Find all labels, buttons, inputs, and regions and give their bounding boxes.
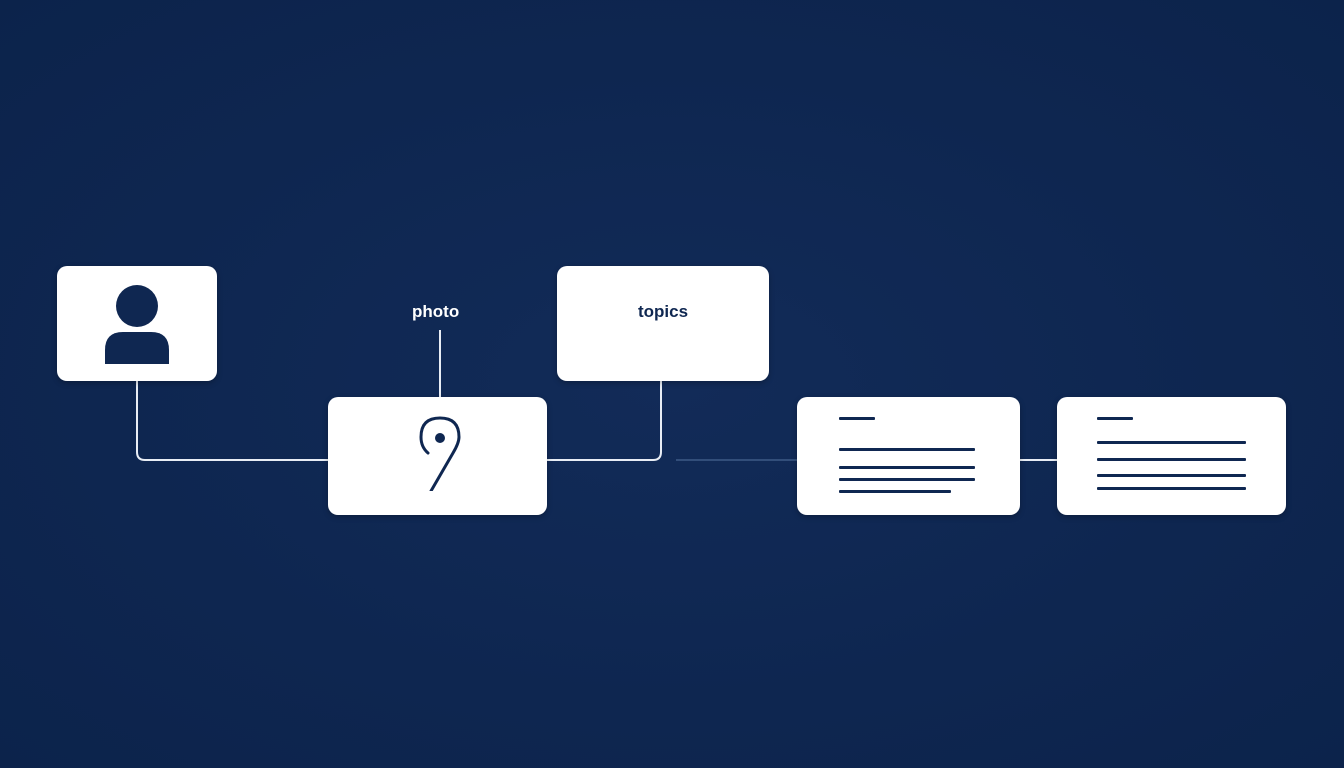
- user-avatar-icon: [105, 285, 169, 364]
- doc-body-line: [839, 448, 975, 451]
- topics-label: topics: [637, 302, 689, 321]
- document-card-1[interactable]: [797, 397, 1020, 515]
- location-card[interactable]: [328, 397, 547, 515]
- doc-body-line: [839, 478, 975, 481]
- topics-card[interactable]: topics: [557, 266, 769, 381]
- doc-body-line: [1097, 458, 1246, 461]
- doc-body-line: [839, 466, 975, 469]
- connector-user-to-pin: [136, 380, 328, 461]
- doc-heading-line: [839, 417, 875, 420]
- connector-pin-to-topics: [547, 380, 662, 461]
- photo-label: photo: [412, 302, 460, 321]
- location-pin-icon: [419, 416, 461, 491]
- doc-body-line: [1097, 474, 1246, 477]
- doc-body-line: [1097, 441, 1246, 444]
- doc-body-line: [839, 490, 951, 493]
- doc-heading-line: [1097, 417, 1133, 420]
- document-card-2[interactable]: [1057, 397, 1286, 515]
- doc-body-line: [1097, 487, 1246, 490]
- user-card[interactable]: [57, 266, 217, 381]
